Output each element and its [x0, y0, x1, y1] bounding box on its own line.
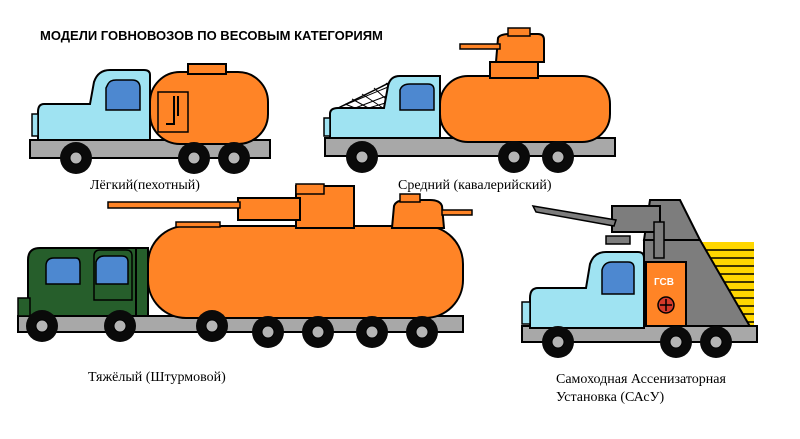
heavy-truck-rear-gun: [441, 209, 473, 216]
page-title: МОДЕЛИ ГОВНОВОЗОВ ПО ВЕСОВЫМ КАТЕГОРИЯМ: [40, 28, 383, 43]
spg-gun-mount: [611, 205, 661, 233]
heavy-truck-door-window: [95, 255, 129, 285]
heavy-truck-cupola: [295, 183, 325, 195]
hub-icon: [355, 150, 369, 164]
heavy-truck-rear-turret: [390, 199, 446, 229]
hub-icon: [551, 150, 565, 164]
spg-emblem-cross: [660, 299, 672, 311]
hub-icon: [507, 150, 521, 164]
heavy-truck-main-gun: [107, 201, 241, 209]
heavy-truck-tank: [147, 225, 464, 319]
spg-caption-line2: Установка (САсУ): [556, 390, 665, 405]
medium-truck-grille: [323, 117, 331, 137]
heavy-truck-rear-cupola: [399, 193, 421, 203]
spg-mount-post: [653, 221, 665, 259]
light-truck-valve-panel: [157, 91, 189, 133]
light-truck: [29, 63, 271, 174]
hub-icon: [415, 325, 429, 339]
light-truck-window: [105, 79, 141, 111]
heavy-truck-main-mantlet: [237, 197, 301, 221]
hub-icon: [261, 325, 275, 339]
medium-truck-turret-base: [489, 61, 539, 79]
heavy-truck-front-gun: [175, 221, 221, 228]
light-truck-hatch: [187, 63, 227, 75]
spg-window: [601, 261, 635, 295]
medium-truck-cupola: [507, 27, 531, 37]
hub-icon: [709, 335, 723, 349]
heavy-truck-front-window: [45, 257, 81, 285]
heavy-truck-cab-rear: [135, 247, 149, 317]
hub-icon: [69, 151, 83, 165]
spg-recoil: [605, 235, 631, 245]
light-truck-grille: [31, 113, 39, 137]
hub-icon: [35, 319, 49, 333]
hub-icon: [365, 325, 379, 339]
spg-emblem-text: ГСВ: [654, 277, 674, 288]
spg-truck: ГСВ: [521, 199, 758, 358]
heavy-truck-caption: Тяжёлый (Штурмовой): [88, 370, 226, 385]
heavy-truck-bumper: [17, 297, 31, 317]
hub-icon: [551, 335, 565, 349]
hub-icon: [669, 335, 683, 349]
spg-caption-line1: Самоходная Ассенизаторная: [556, 372, 726, 387]
medium-truck: [323, 27, 616, 173]
medium-truck-caption: Средний (кавалерийский): [398, 178, 552, 193]
medium-truck-window: [399, 83, 435, 111]
medium-truck-tank: [439, 75, 611, 143]
hub-icon: [205, 319, 219, 333]
medium-truck-turret: [494, 33, 545, 63]
heavy-truck: [17, 183, 473, 348]
light-truck-pipe: [166, 96, 179, 125]
light-truck-caption: Лёгкий(пехотный): [90, 178, 200, 193]
hub-icon: [227, 151, 241, 165]
hub-icon: [311, 325, 325, 339]
medium-truck-gun-barrel: [459, 43, 501, 50]
hub-icon: [187, 151, 201, 165]
spg-gun-barrel: [531, 205, 617, 227]
spg-grille: [521, 301, 531, 325]
hub-icon: [113, 319, 127, 333]
